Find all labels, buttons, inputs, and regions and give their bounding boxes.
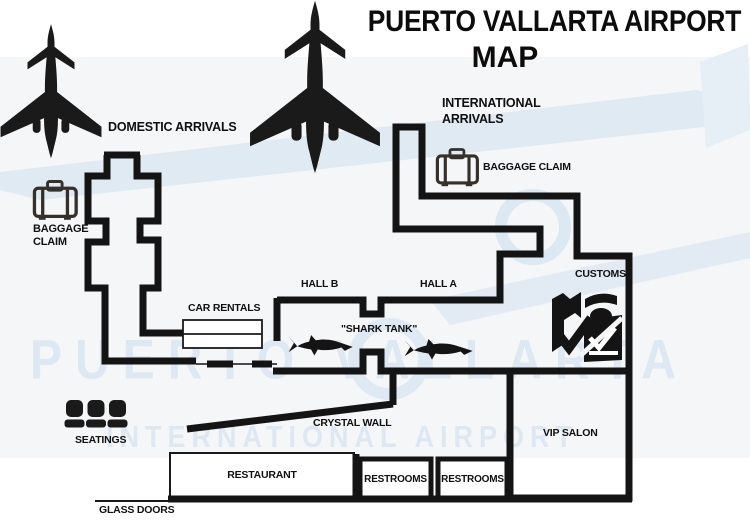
customs-label: CUSTOMS: [575, 268, 626, 280]
international-arrivals-label: INTERNATIONAL ARRIVALS: [442, 95, 541, 127]
car-rentals-label: CAR RENTALS: [188, 302, 261, 314]
restaurant-label: RESTAURANT: [227, 469, 297, 481]
watermark-airplane-icon: [0, 44, 750, 400]
seats-icon: [64, 400, 128, 428]
watermark-text-2: INTERNATIONAL AIRPORT: [106, 420, 578, 454]
page-title: PUERTO VALLARTA AIRPORT: [367, 5, 742, 38]
shark-icon: [288, 334, 353, 356]
crystal-wall-label: CRYSTAL WALL: [313, 417, 392, 429]
shark-tank-label: "SHARK TANK": [341, 323, 418, 335]
vip-salon-label: VIP SALON: [543, 427, 598, 439]
restrooms-left-label: RESTROOMS: [364, 474, 427, 485]
glass-doors-label: GLASS DOORS: [99, 504, 175, 516]
seatings-label: SEATINGS: [75, 434, 127, 446]
hall-b-label: HALL B: [301, 278, 339, 290]
page-title-line2: MAP: [471, 41, 539, 74]
airplane-icon: [250, 0, 380, 174]
hall-a-label: HALL A: [420, 278, 457, 290]
domestic-corridor-walls: [84, 151, 196, 365]
international-arrivals-line1: INTERNATIONAL: [442, 96, 541, 110]
airplane-icon: [0, 24, 102, 159]
bottom-strip: [95, 452, 632, 503]
customs-officer-icon: [552, 292, 624, 362]
crystal-wall: [186, 400, 394, 433]
baggage-claim-domestic-label: BAGGAGE CLAIM: [33, 223, 89, 248]
international-arrivals-line2: ARRIVALS: [442, 112, 504, 126]
terminal-walls: [273, 123, 633, 502]
baggage-claim-icon: [435, 148, 479, 187]
baggage-claim-international-label: BAGGAGE CLAIM: [483, 161, 571, 173]
baggage-claim-icon: [32, 180, 78, 220]
shark-icon: [404, 338, 473, 360]
domestic-arrivals-label: DOMESTIC ARRIVALS: [108, 120, 237, 134]
car-rentals-counter: [182, 319, 263, 349]
restrooms-right-label: RESTROOMS: [441, 474, 504, 485]
restaurant-box: [169, 452, 355, 500]
